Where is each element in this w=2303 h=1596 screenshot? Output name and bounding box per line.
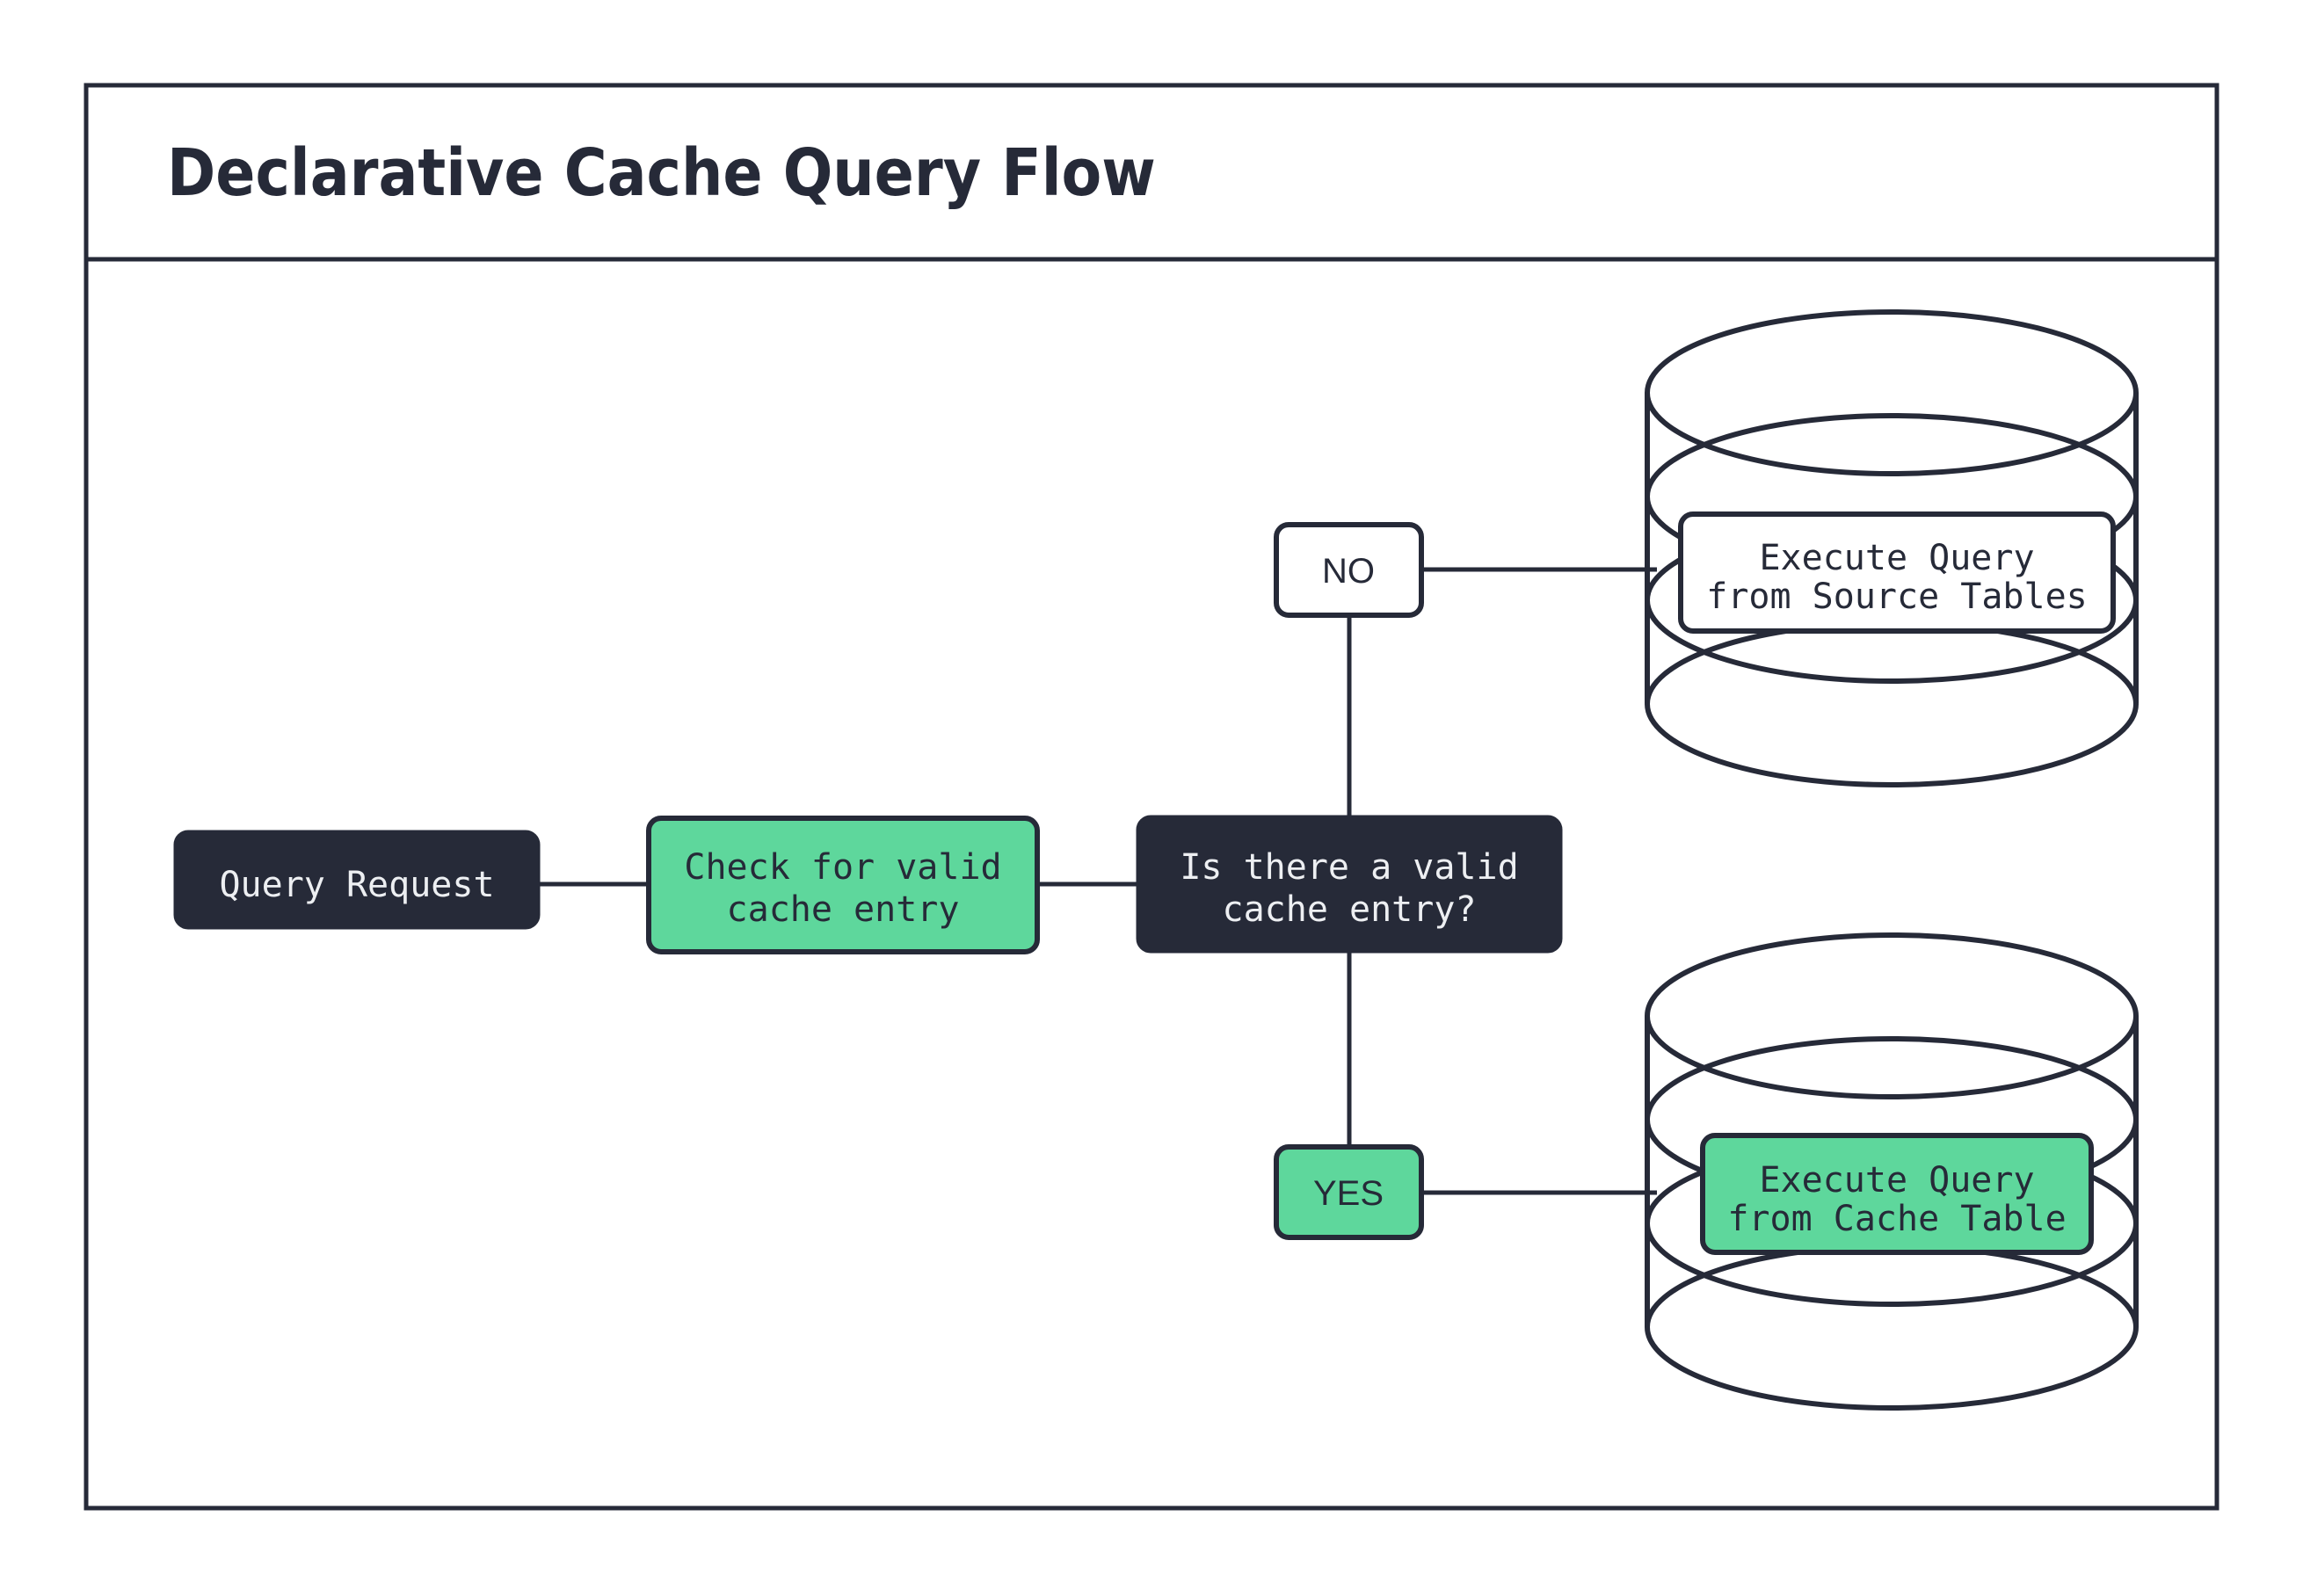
node-query-request[interactable]: Query Request <box>173 830 541 930</box>
execute-cache-box[interactable] <box>1700 1133 2094 1255</box>
decision-box[interactable] <box>1136 815 1563 954</box>
execute-source-label-line1: Execute Query <box>1759 538 2034 578</box>
check-cache-box[interactable] <box>646 816 1040 954</box>
execute-cache-label-line2: from Cache Table <box>1727 1199 2066 1239</box>
query-request-label: Query Request <box>219 865 494 905</box>
db-source-disk-1 <box>1645 309 2139 476</box>
page-title: Declarative Cache Query Flow <box>167 135 1156 211</box>
no-label-box[interactable] <box>1274 522 1424 618</box>
execute-source-label-line2: from Source Tables <box>1706 577 2087 617</box>
node-execute-source-tables[interactable]: Execute Query from Source Tables <box>1678 511 2116 634</box>
check-cache-label-line2: cache entry <box>727 889 960 930</box>
yes-label-box[interactable] <box>1274 1144 1424 1240</box>
decision-label-line2: cache entry? <box>1223 889 1477 930</box>
edge-label-no[interactable]: NO <box>1274 522 1424 618</box>
node-decision-valid-cache[interactable]: Is there a valid cache entry? <box>1136 815 1563 954</box>
node-check-cache[interactable]: Check for valid cache entry <box>646 816 1040 954</box>
db-cache-disk-1 <box>1645 932 2139 1099</box>
diagram-frame <box>84 83 2219 1511</box>
edge-label-yes[interactable]: YES <box>1274 1144 1424 1240</box>
decision-label-line1: Is there a valid <box>1180 847 1518 888</box>
no-label-text: NO <box>1322 552 1375 591</box>
yes-label-text: YES <box>1313 1174 1384 1213</box>
execute-source-box[interactable] <box>1678 511 2116 634</box>
query-request-box[interactable] <box>173 830 541 930</box>
check-cache-label-line1: Check for valid <box>684 847 1001 888</box>
execute-cache-label-line1: Execute Query <box>1759 1160 2034 1201</box>
node-execute-cache-table[interactable]: Execute Query from Cache Table <box>1700 1133 2094 1255</box>
